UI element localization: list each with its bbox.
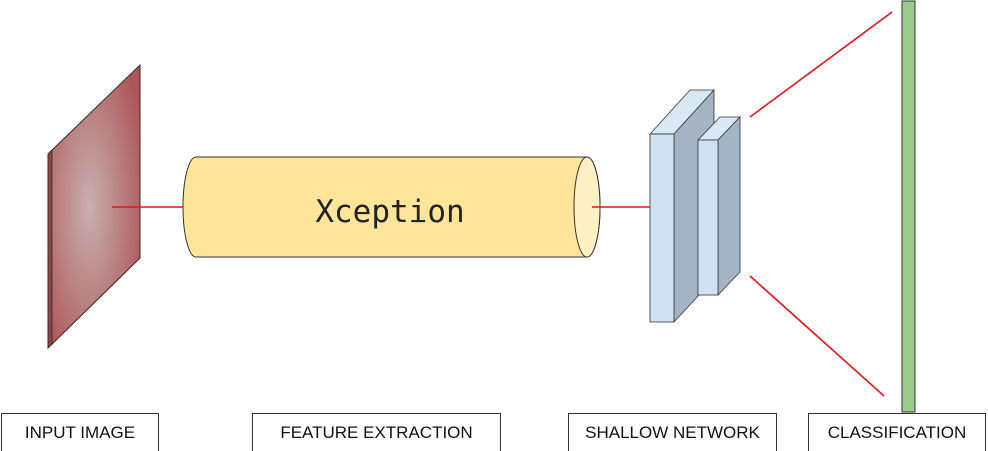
connector-shallow-to-classification-bottom	[749, 275, 885, 397]
classification-bar	[901, 0, 916, 413]
backbone-label: Xception	[315, 194, 465, 230]
stage-label-classification: CLASSIFICATION	[808, 413, 986, 451]
connector-shallow-to-classification-top	[749, 11, 893, 118]
shallow-network-layer-2	[697, 116, 741, 296]
input-image-plane	[47, 63, 141, 350]
stage-label-feature-extraction: FEATURE EXTRACTION	[252, 413, 501, 451]
stage-label-input-image: INPUT IMAGE	[1, 413, 159, 451]
stage-label-shallow-network: SHALLOW NETWORK	[568, 413, 777, 451]
